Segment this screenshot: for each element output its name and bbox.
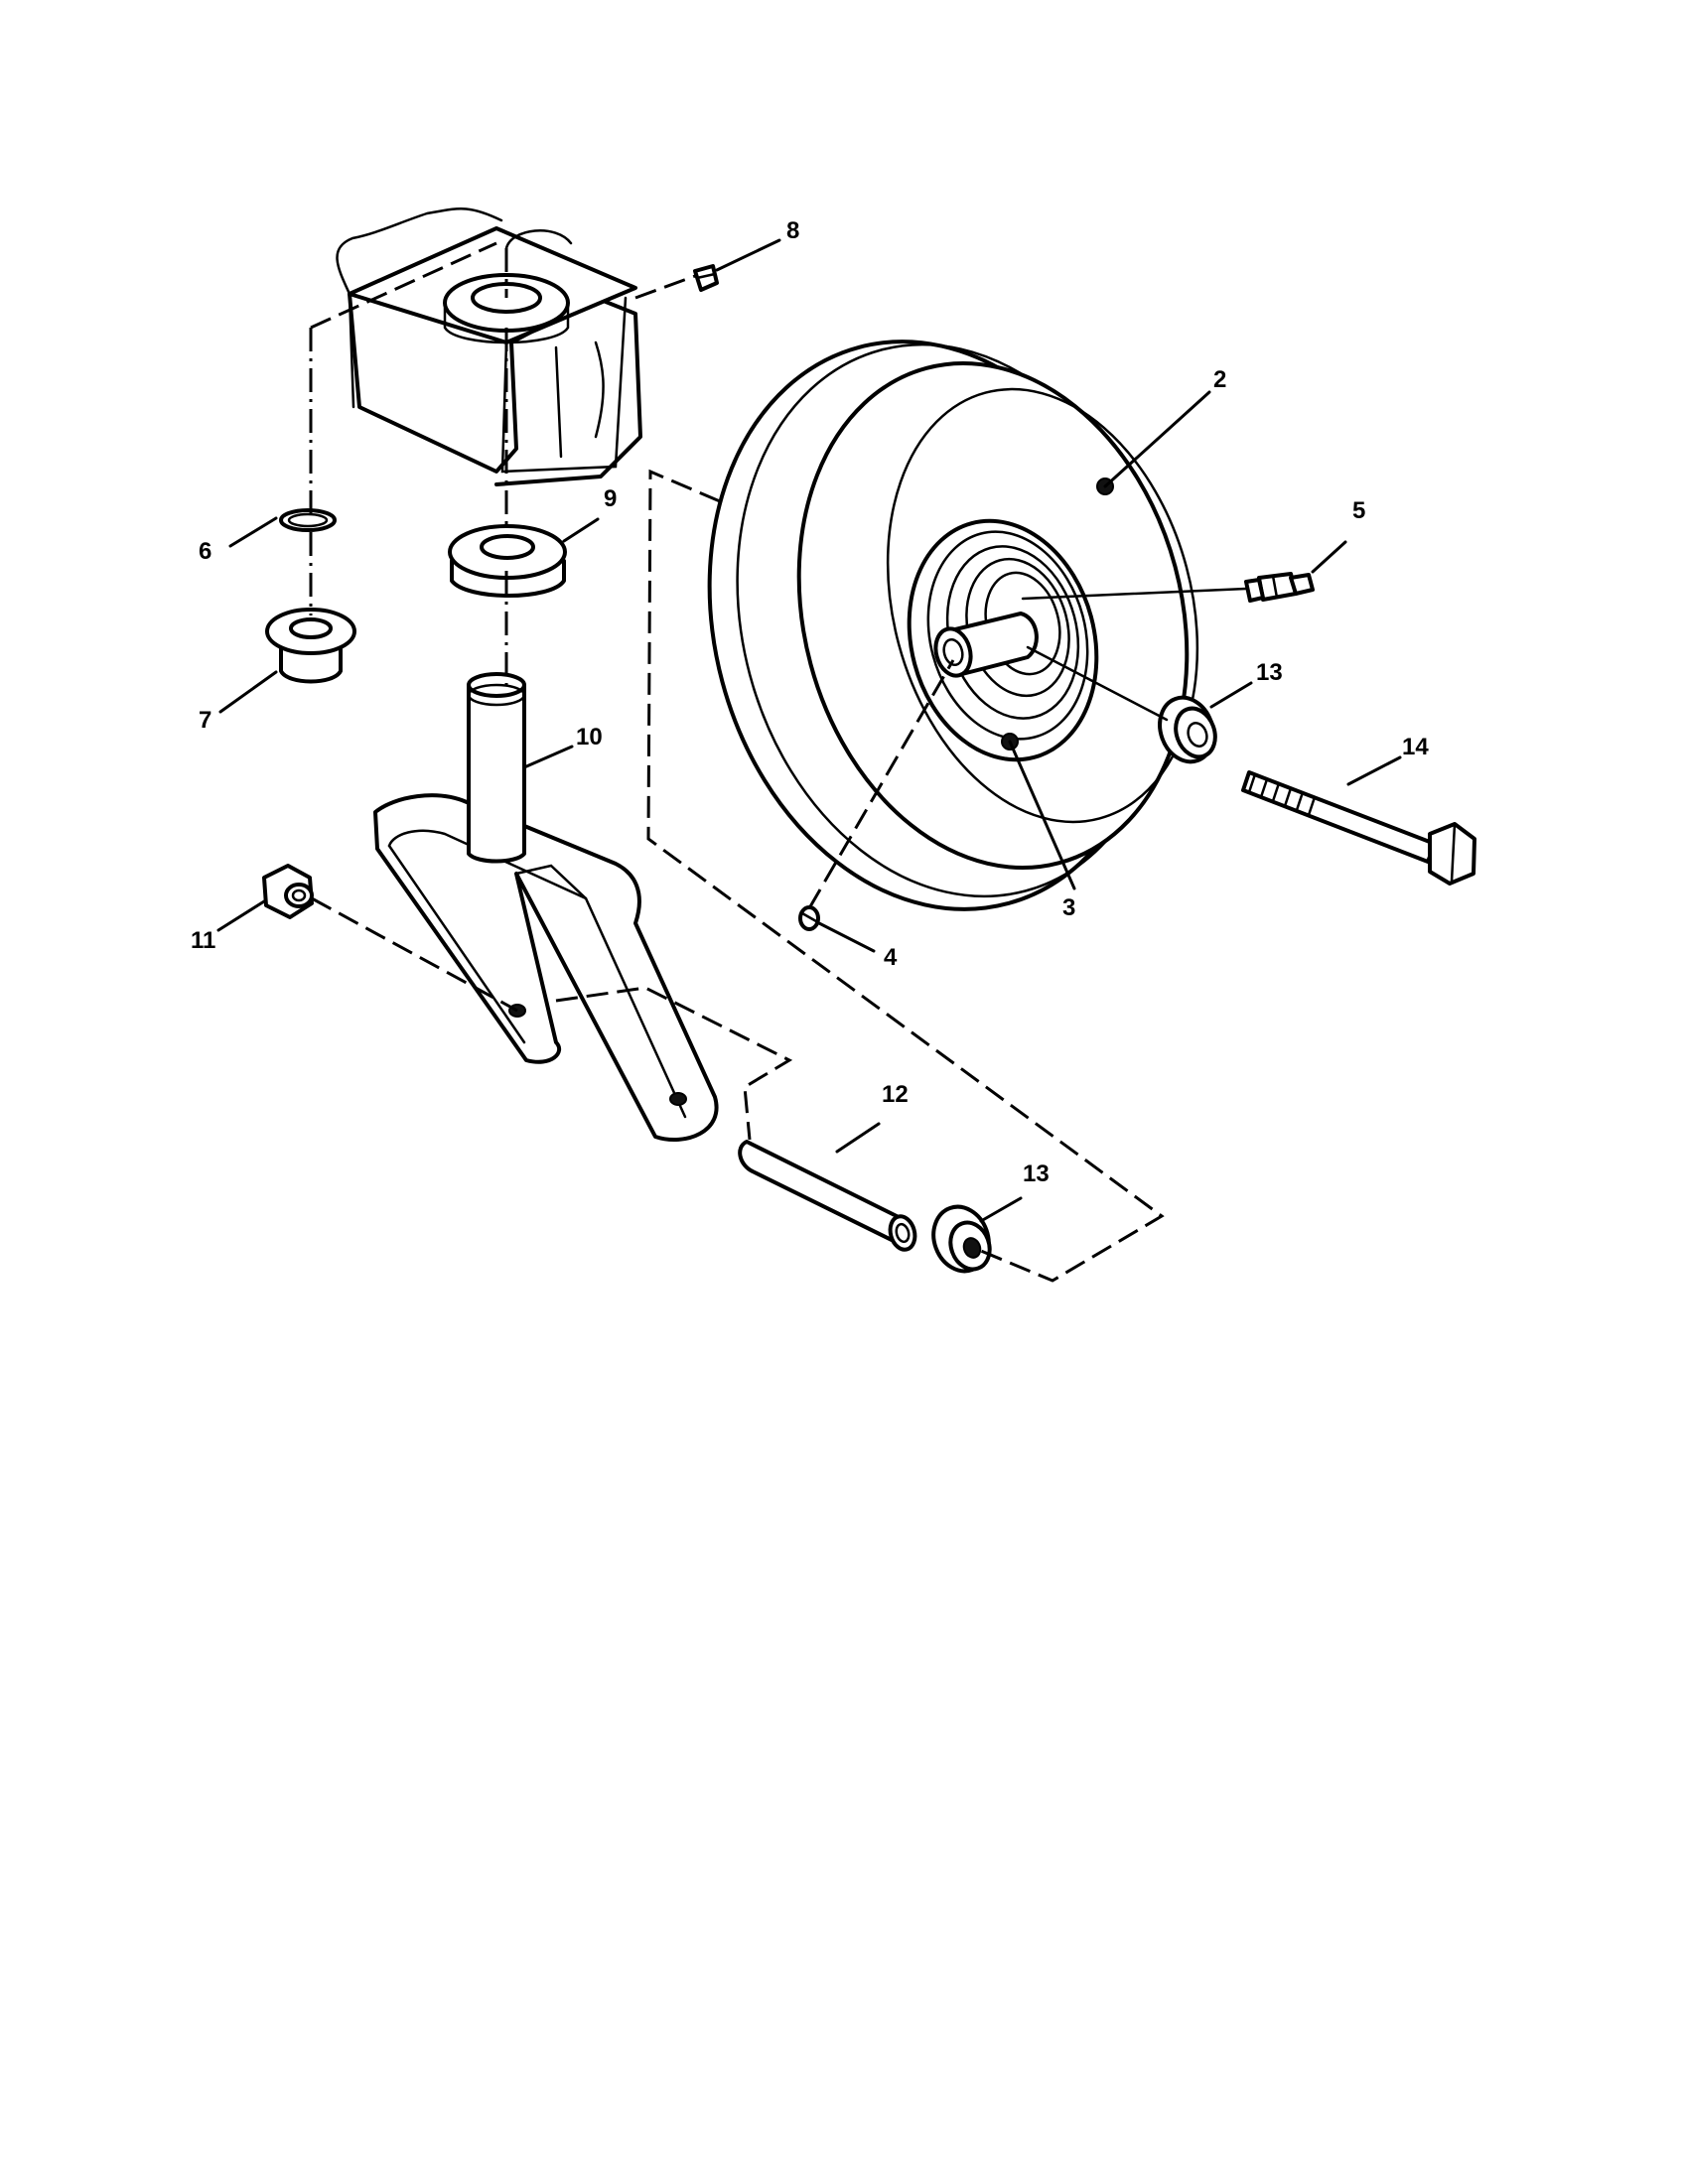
spacer-tube-12 [738,1140,917,1252]
callout-14: 14 [1402,734,1429,760]
flange-bushing-7 [265,608,356,684]
callout-13-upper: 13 [1256,659,1283,686]
assembly-lines [309,241,1248,1283]
snap-ring-6 [279,508,337,532]
flange-bearing-13-lower [931,1204,992,1274]
wheel-rim-3 [907,518,1099,762]
callout-11: 11 [191,927,215,954]
callout-8: 8 [786,217,799,244]
callout-2: 2 [1213,366,1226,393]
callout-7: 7 [199,707,211,734]
leader-lines [216,238,1402,1223]
callout-6: 6 [199,538,211,565]
grease-fitting-5 [1244,572,1315,603]
grease-fitting-8 [693,264,719,292]
flange-bearing-13-upper [1158,695,1217,764]
callout-12: 12 [882,1081,909,1108]
caster-fork-10 [373,672,719,1143]
callout-labels: 8 2 9 5 6 13 7 10 14 3 11 4 12 13 [191,217,1429,1187]
callout-9: 9 [604,485,617,512]
callout-10: 10 [576,724,603,751]
hex-bolt-14 [1241,770,1476,886]
callout-13-lower: 13 [1023,1160,1050,1187]
set-screw-4 [798,905,820,931]
callout-3: 3 [1062,894,1075,921]
flange-bearing-9 [448,524,567,598]
callout-4: 4 [884,944,898,971]
hex-nut-11 [262,864,314,919]
caster-mount-bracket [336,207,642,486]
callout-5: 5 [1352,497,1365,524]
